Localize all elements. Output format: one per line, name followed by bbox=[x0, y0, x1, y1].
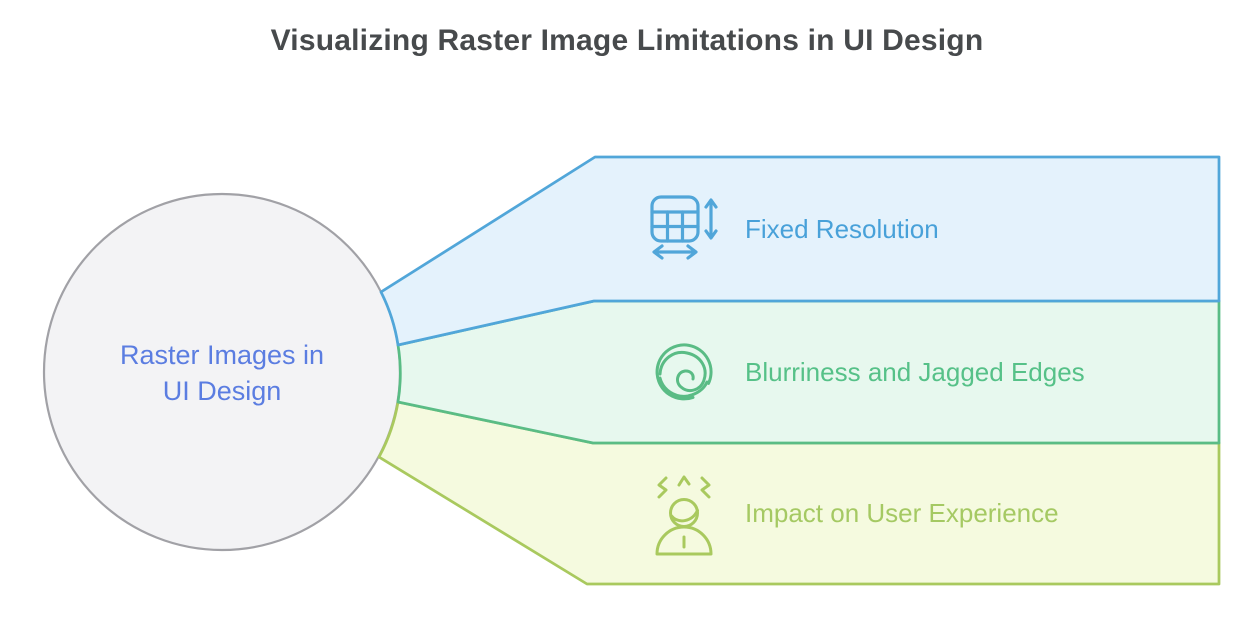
branch-fixed-resolution: Fixed Resolution bbox=[649, 157, 939, 301]
stressed-person-icon bbox=[655, 475, 713, 555]
grid-resize-icon bbox=[650, 195, 718, 260]
branch-label-impact-on-user-experience: Impact on User Experience bbox=[745, 498, 1059, 528]
center-node-label-line2: UI Design bbox=[162, 376, 282, 406]
center-node-label: Raster Images in UI Design bbox=[42, 337, 402, 409]
swirl-icon bbox=[655, 343, 713, 401]
page-title: Visualizing Raster Image Limitations in … bbox=[270, 24, 984, 57]
branch-shape-blurriness-and-jagged-edges bbox=[396, 299, 1221, 445]
branch-blurriness-and-jagged-edges: Blurriness and Jagged Edges bbox=[649, 301, 1085, 443]
center-node-label-line1: Raster Images in bbox=[119, 340, 325, 370]
branch-label-blurriness-and-jagged-edges: Blurriness and Jagged Edges bbox=[745, 356, 1085, 387]
branch-label-fixed-resolution: Fixed Resolution bbox=[745, 213, 939, 244]
branch-shape-fixed-resolution bbox=[379, 155, 1221, 347]
branch-shape-impact-on-user-experience bbox=[377, 400, 1221, 586]
branch-impact-on-user-experience: Impact on User Experience bbox=[649, 443, 1059, 584]
